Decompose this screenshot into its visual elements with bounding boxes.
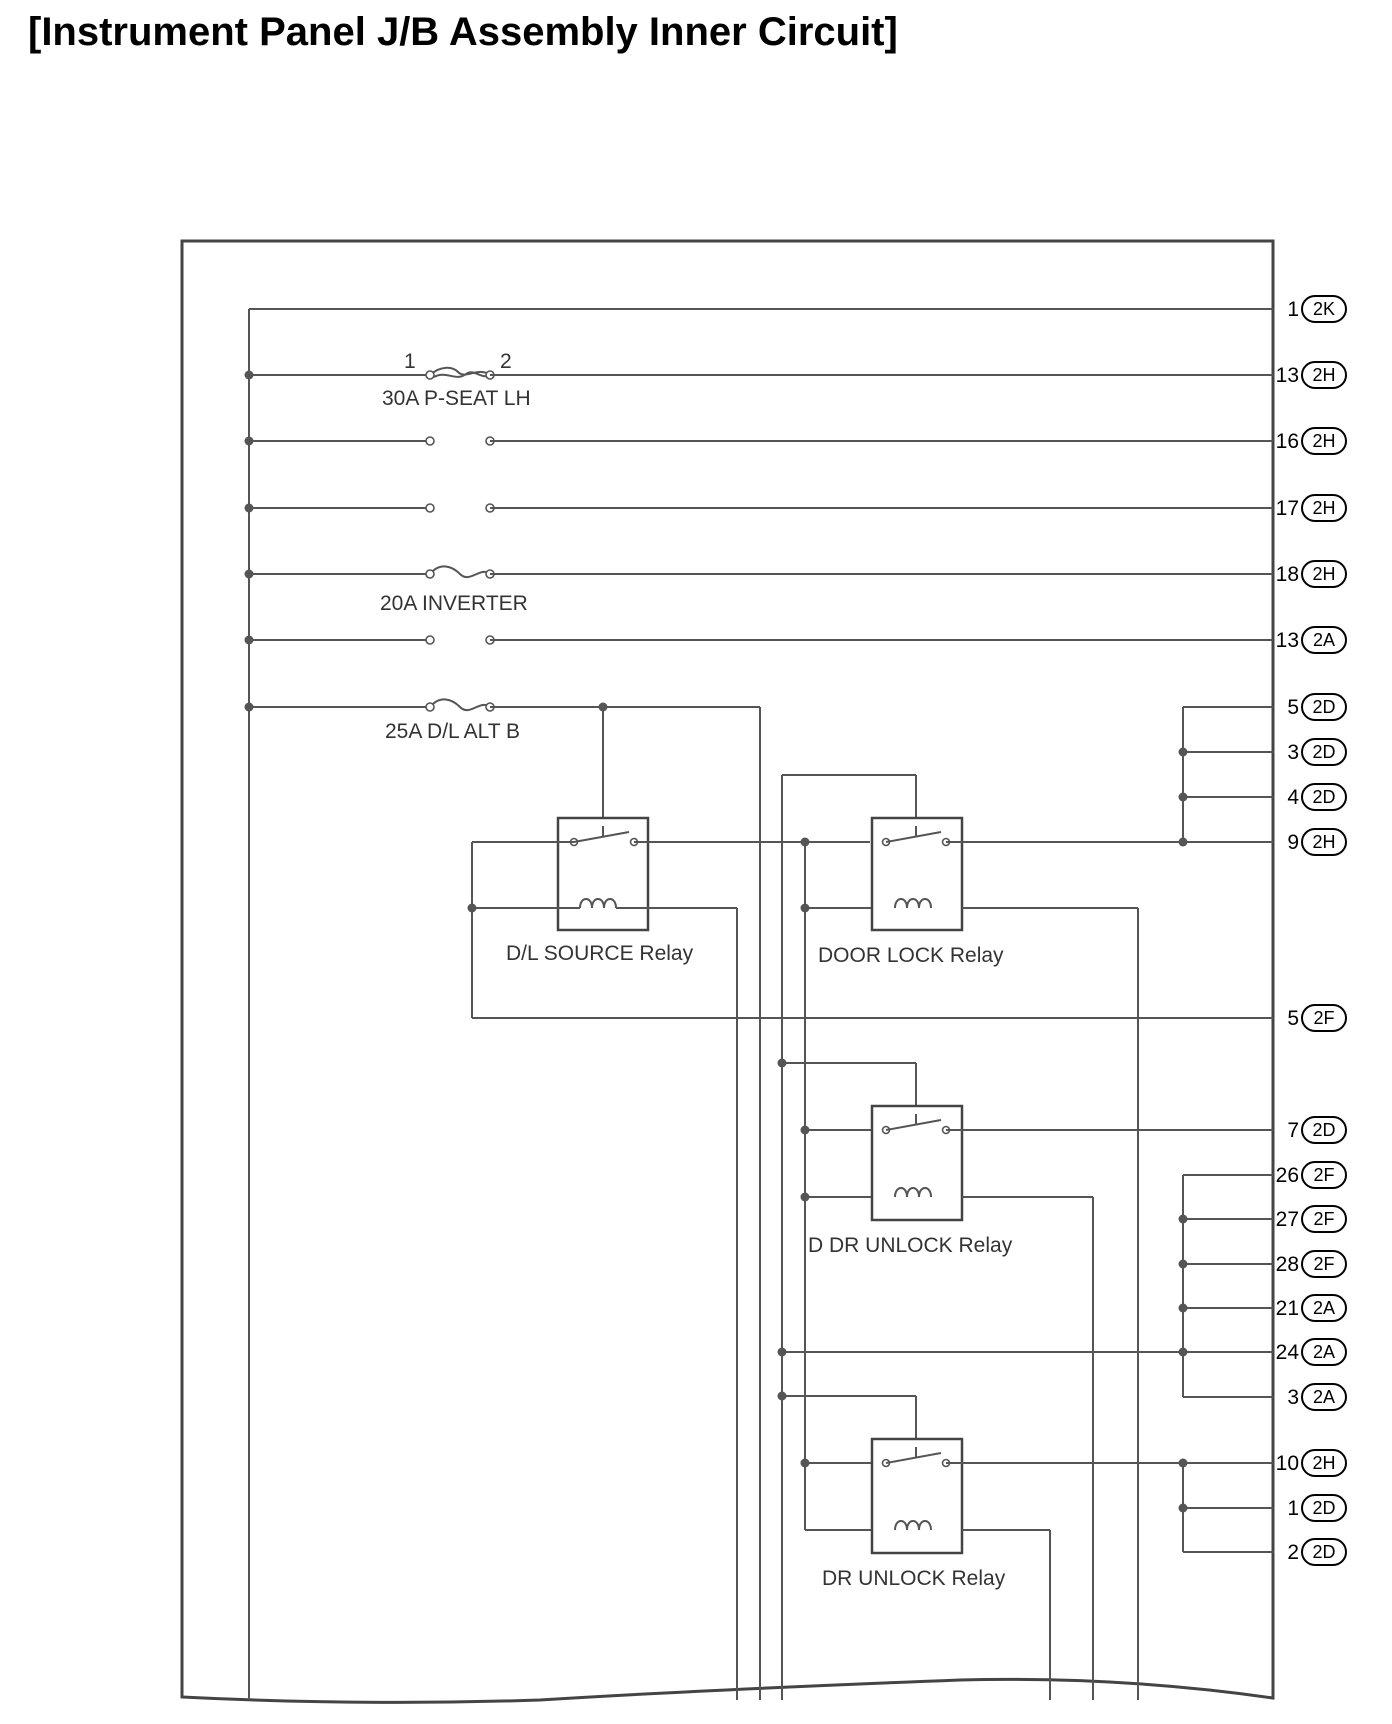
terminal-18-2h: 18 2H xyxy=(1276,560,1347,588)
terminal-21-2a: 21 2A xyxy=(1276,1294,1347,1322)
fuse-label: 25A D/L ALT B xyxy=(385,720,520,743)
relay-label: DR UNLOCK Relay xyxy=(822,1567,1006,1590)
terminal-7-2d: 7 2D xyxy=(1287,1116,1347,1144)
relay-dl-source: D/L SOURCE Relay xyxy=(506,816,694,965)
connector-id: 2D xyxy=(1312,742,1335,762)
terminal-26-2f: 26 2F xyxy=(1276,1161,1347,1189)
connector-id: 2F xyxy=(1313,1008,1334,1028)
connector-id: 2H xyxy=(1312,498,1335,518)
terminal-3-2d: 3 2D xyxy=(1287,738,1347,766)
connector-id: 2D xyxy=(1312,787,1335,807)
terminal-5-2f: 5 2F xyxy=(1287,1004,1347,1032)
fuse-dl-alt-b: 25A D/L ALT B xyxy=(249,698,761,1700)
connector-id: 2A xyxy=(1313,630,1335,650)
terminal-pin: 5 xyxy=(1287,1007,1299,1030)
relay-label: D DR UNLOCK Relay xyxy=(808,1234,1013,1257)
terminal-pin: 21 xyxy=(1276,1297,1299,1320)
fuse-inverter: 20A INVERTER xyxy=(249,565,1273,615)
terminal-5-2d: 5 2D xyxy=(1287,693,1347,721)
terminal-pin: 9 xyxy=(1287,831,1299,854)
terminal-24-2a: 24 2A xyxy=(1276,1338,1347,1366)
wiring xyxy=(946,1129,1273,1700)
relay-label: DOOR LOCK Relay xyxy=(818,944,1004,967)
terminal-pin: 24 xyxy=(1276,1341,1300,1364)
connector-id: 2A xyxy=(1313,1387,1335,1407)
terminal-pin: 7 xyxy=(1287,1119,1299,1142)
relay-door-lock: DOOR LOCK Relay xyxy=(818,816,1004,967)
connector-id: 2H xyxy=(1312,564,1335,584)
fuse-pin-1-label: 1 xyxy=(404,350,416,373)
fuse-label: 20A INVERTER xyxy=(380,592,528,615)
main-bus xyxy=(244,308,1273,1700)
terminal-4-2d: 4 2D xyxy=(1287,783,1347,811)
terminal-pin: 27 xyxy=(1276,1208,1299,1231)
page-title: [Instrument Panel J/B Assembly Inner Cir… xyxy=(28,10,898,54)
relay-dr-unlock: DR UNLOCK Relay xyxy=(822,1437,1006,1590)
relay-d-dr-unlock: D DR UNLOCK Relay xyxy=(808,1104,1013,1257)
connector-id: 2H xyxy=(1312,1453,1335,1473)
connector-id: 2A xyxy=(1313,1342,1335,1362)
terminal-3-2a: 3 2A xyxy=(1287,1383,1347,1411)
terminal-pin: 4 xyxy=(1287,786,1299,809)
terminal-pin: 3 xyxy=(1287,741,1299,764)
fuse-p-seat-lh: 1 2 30A P-SEAT LH xyxy=(249,350,1273,410)
connector-id: 2D xyxy=(1312,1498,1335,1518)
terminal-pin: 13 xyxy=(1276,364,1299,387)
wiring xyxy=(467,841,1273,1700)
wiring xyxy=(1178,1174,1273,1398)
terminal-pin: 10 xyxy=(1276,1452,1299,1475)
connector-id: 2D xyxy=(1312,1120,1335,1140)
terminal-pin: 1 xyxy=(1287,1497,1299,1520)
terminal-pin: 2 xyxy=(1287,1541,1299,1564)
relay-label: D/L SOURCE Relay xyxy=(506,942,694,965)
connector-id: 2D xyxy=(1312,697,1335,717)
terminal-2-2d: 2 2D xyxy=(1287,1538,1347,1566)
empty-fuse-slot xyxy=(249,635,1273,645)
connector-id: 2K xyxy=(1313,299,1335,319)
terminal-pin: 13 xyxy=(1276,629,1299,652)
terminal-27-2f: 27 2F xyxy=(1276,1205,1347,1233)
terminal-17-2h: 17 2H xyxy=(1276,494,1347,522)
wiring xyxy=(1178,1458,1273,1553)
terminal-pin: 26 xyxy=(1276,1164,1299,1187)
fuse-pin-2-label: 2 xyxy=(500,350,512,373)
wiring xyxy=(1178,706,1273,847)
connector-id: 2H xyxy=(1312,832,1335,852)
terminal-pin: 5 xyxy=(1287,696,1299,719)
terminal-13-2a: 13 2A xyxy=(1276,626,1347,654)
terminal-pin: 28 xyxy=(1276,1253,1299,1276)
connector-id: 2A xyxy=(1313,1298,1335,1318)
connector-id: 2D xyxy=(1312,1542,1335,1562)
terminal-28-2f: 28 2F xyxy=(1276,1250,1347,1278)
terminal-13-2h: 13 2H xyxy=(1276,361,1347,389)
wiring xyxy=(946,1462,1273,1700)
terminal-9-2h: 9 2H xyxy=(1287,828,1347,856)
terminal-pin: 1 xyxy=(1287,298,1299,321)
wiring xyxy=(946,841,1273,1700)
terminal-pin: 3 xyxy=(1287,1386,1299,1409)
empty-fuse-slot xyxy=(249,503,1273,513)
terminal-16-2h: 16 2H xyxy=(1276,427,1347,455)
connector-id: 2F xyxy=(1313,1209,1334,1229)
connector-id: 2F xyxy=(1313,1165,1334,1185)
terminal-pin: 17 xyxy=(1276,497,1299,520)
fuse-label: 30A P-SEAT LH xyxy=(382,387,531,410)
terminal-pin: 18 xyxy=(1276,563,1299,586)
connector-id: 2H xyxy=(1312,365,1335,385)
terminal-1-2k: 1 2K xyxy=(1287,295,1347,323)
empty-fuse-slot xyxy=(249,436,1273,446)
connector-id: 2F xyxy=(1313,1254,1334,1274)
terminal-1-2d: 1 2D xyxy=(1287,1494,1347,1522)
jb-frame xyxy=(180,239,1275,1704)
terminal-pin: 16 xyxy=(1276,430,1299,453)
connector-id: 2H xyxy=(1312,431,1335,451)
terminal-10-2h: 10 2H xyxy=(1276,1449,1347,1477)
